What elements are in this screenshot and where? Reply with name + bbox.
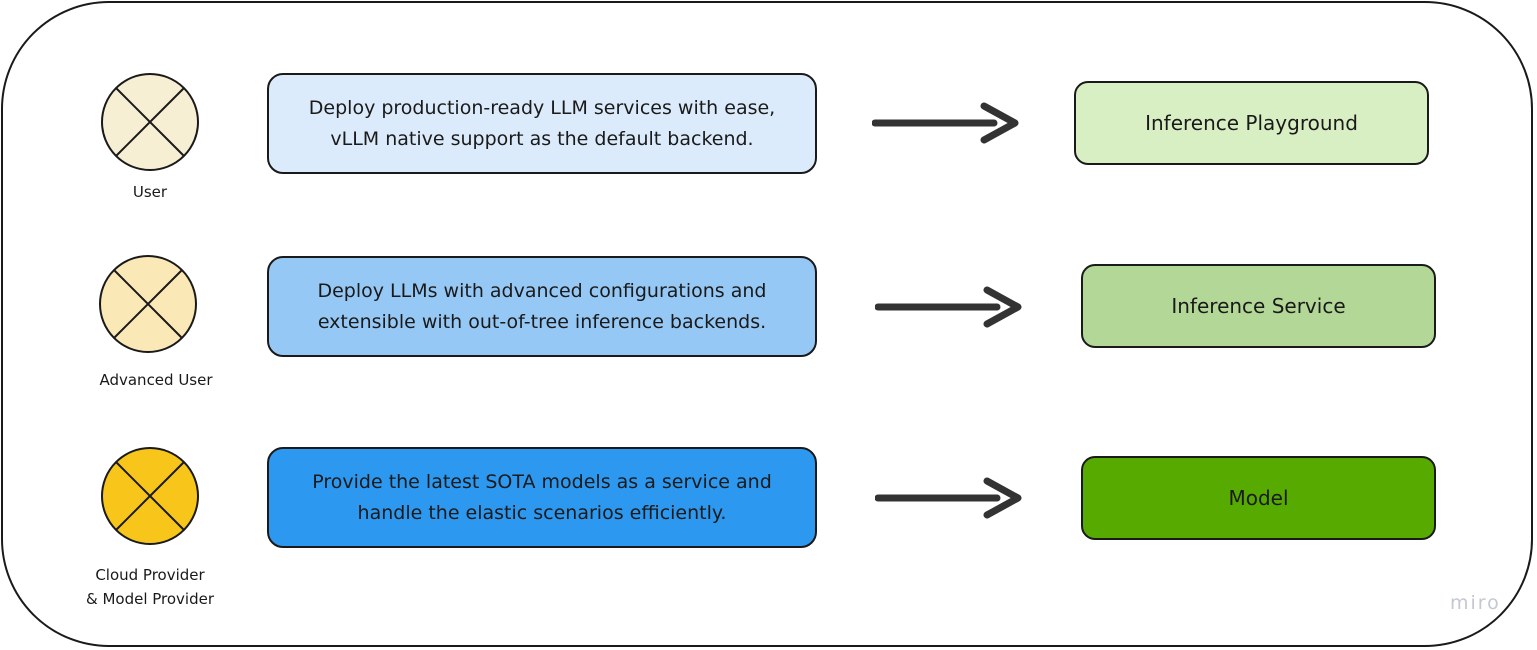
actor-advanced-user-icon [98,254,198,354]
actor-user-label: User [132,183,168,201]
arrow-icon-row1 [872,100,1022,146]
actor-user-icon [100,72,200,172]
target-model: Model [1081,456,1436,540]
arrow-icon-row3 [875,475,1025,521]
target-model-label: Model [1228,486,1289,510]
target-inference-playground-label: Inference Playground [1145,111,1358,135]
actor-cloud-provider-label: Cloud Provider & Model Provider [85,566,215,608]
user-description-box: Deploy production-ready LLM services wit… [267,73,817,174]
advanced-user-description-box: Deploy LLMs with advanced configurations… [267,256,817,357]
user-description-text: Deploy production-ready LLM services wit… [308,96,776,150]
arrow-icon-row2 [875,284,1025,330]
target-inference-service-label: Inference Service [1171,294,1346,318]
cloud-provider-description-text: Provide the latest SOTA models as a serv… [312,470,772,524]
actor-advanced-user-label: Advanced User [99,371,213,389]
miro-watermark: miro [1450,592,1501,614]
cloud-provider-description-box: Provide the latest SOTA models as a serv… [267,447,817,548]
target-inference-playground: Inference Playground [1074,81,1429,165]
actor-cloud-provider-icon [100,446,200,546]
advanced-user-description-text: Deploy LLMs with advanced configurations… [317,279,767,333]
target-inference-service: Inference Service [1081,264,1436,348]
